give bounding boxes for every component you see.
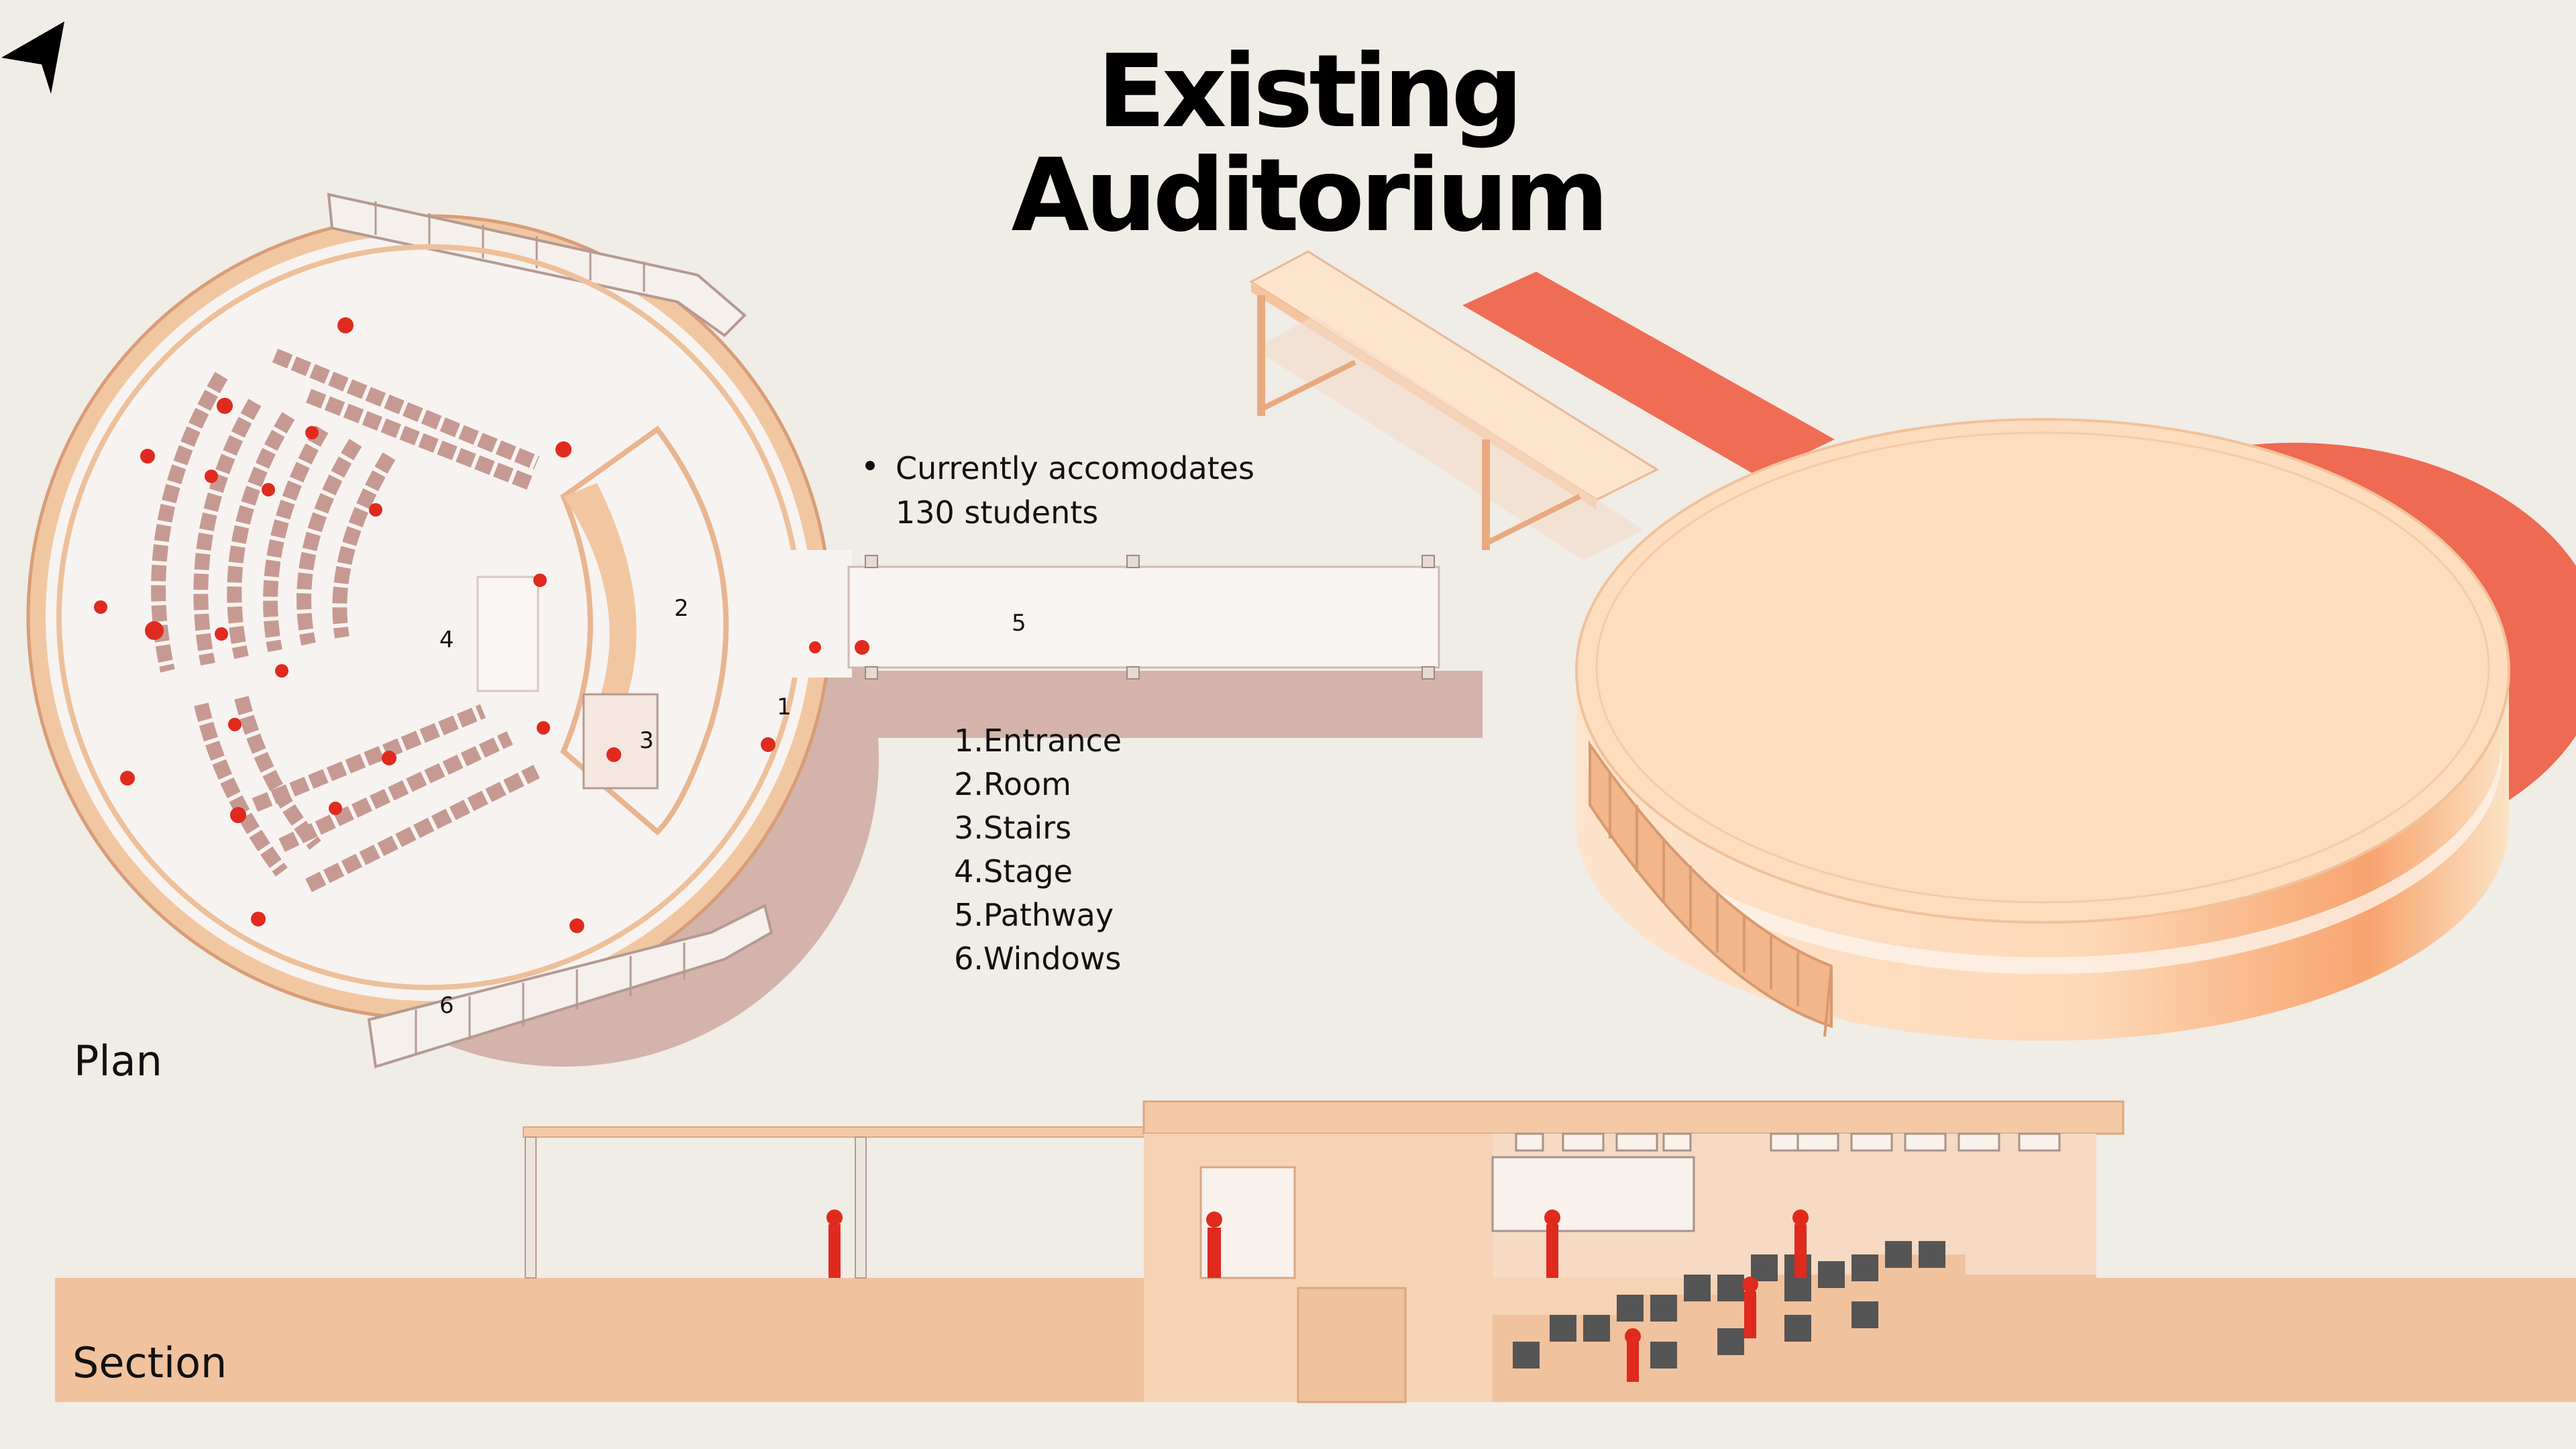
legend-item: 6.Windows — [953, 937, 1122, 981]
legend-item: 2.Room — [953, 763, 1122, 806]
stage-curve — [564, 483, 637, 738]
plan-view: 1 2 3 4 5 6 — [26, 193, 1483, 1069]
legend-item: 4.Stage — [953, 850, 1122, 894]
axonometric-view — [1249, 250, 2576, 1041]
legend-item: 5.Pathway — [953, 894, 1122, 937]
capacity-note-line-1: Currently accomodates — [896, 450, 1254, 486]
section-seats — [1513, 1241, 1945, 1368]
legend-label: Stairs — [983, 810, 1072, 846]
axo-drum-roof-edge — [1595, 431, 2490, 904]
plan-label-6: 6 — [439, 992, 454, 1019]
legend-item: 3.Stairs — [953, 806, 1122, 850]
legend-number: 2. — [954, 766, 983, 802]
pathway-shadow — [845, 671, 1483, 738]
section-roof — [1142, 1100, 2125, 1135]
plan-label-3: 3 — [639, 727, 654, 754]
page-title: Existing Auditorium — [872, 40, 1744, 248]
legend-number: 6. — [954, 941, 983, 977]
plan-label-5: 5 — [1012, 610, 1026, 637]
navigation-arrow-icon[interactable] — [0, 19, 74, 96]
axo-windows — [1589, 740, 1833, 1037]
plan-label-1: 1 — [777, 694, 792, 720]
pathway — [847, 566, 1440, 669]
capacity-note-line-2: 130 students — [896, 494, 1099, 531]
stage-block — [476, 576, 539, 692]
people-figures — [94, 317, 869, 933]
section-room-lower — [1297, 1287, 1407, 1403]
axo-drum-top — [1575, 418, 2510, 924]
window-mullions — [374, 201, 686, 1053]
legend-label: Pathway — [983, 897, 1114, 933]
axo-beam — [1260, 360, 1356, 412]
section-canopy-post — [855, 1136, 867, 1279]
section-canopy-post — [525, 1136, 537, 1279]
legend-label: Room — [983, 766, 1071, 802]
section-view — [55, 1100, 2576, 1403]
legend-number: 5. — [954, 897, 983, 933]
capacity-note-text: Currently accomodates 130 students — [896, 446, 1254, 535]
entrance-area — [738, 550, 852, 678]
section-caption: Section — [72, 1338, 227, 1387]
pathway-columns — [865, 555, 1435, 680]
section-windows — [1491, 1132, 2061, 1232]
section-canopy — [523, 1126, 1181, 1138]
plan-label-4: 4 — [439, 627, 454, 653]
legend-number: 1. — [954, 722, 983, 759]
legend-number: 4. — [954, 853, 983, 890]
title-line-1: Existing — [1097, 34, 1523, 150]
plan-caption: Plan — [74, 1036, 162, 1085]
legend-list: 1.Entrance 2.Room 3.Stairs 4.Stage 5.Pat… — [953, 719, 1122, 981]
legend-label: Windows — [983, 941, 1122, 977]
axo-walkway-floor — [1254, 315, 1644, 560]
seating — [151, 348, 540, 892]
legend-number: 3. — [954, 810, 983, 846]
bullet-icon — [865, 461, 875, 470]
title-line-2: Auditorium — [1011, 138, 1609, 254]
plan-label-2: 2 — [674, 595, 689, 622]
legend-label: Entrance — [983, 722, 1122, 759]
stairs-block — [582, 693, 659, 790]
legend-item: 1.Entrance — [953, 719, 1122, 763]
legend-label: Stage — [983, 853, 1073, 890]
section-people — [826, 1210, 1809, 1382]
axo-walkway-shadow — [1462, 272, 1835, 476]
axo-beam — [1485, 494, 1581, 546]
